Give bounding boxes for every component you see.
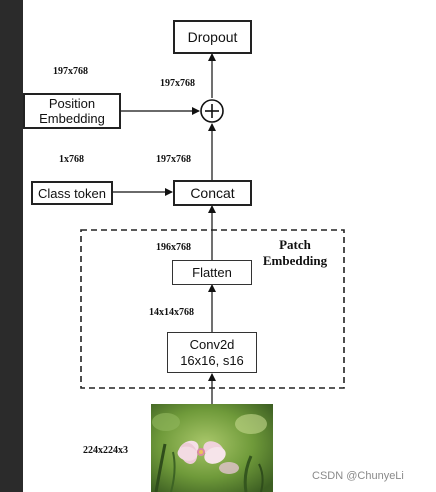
- input-image-flower: [151, 404, 273, 492]
- position-embedding-label-line1: Position: [48, 96, 96, 111]
- dim-label-image-input: 224x224x3: [83, 445, 128, 456]
- dim-label-class-token: 1x768: [59, 154, 84, 165]
- flatten-label: Flatten: [192, 265, 232, 280]
- flatten-box: Flatten: [172, 260, 252, 285]
- conv2d-label-line2: 16x16, s16: [180, 352, 244, 368]
- dim-label-pos-embedding: 197x768: [53, 66, 88, 77]
- patch-embedding-title-line2: Embedding: [262, 253, 328, 268]
- dim-label-add-input: 197x768: [160, 78, 195, 89]
- position-embedding-box: Position Embedding: [23, 93, 121, 129]
- dim-label-concat-output: 197x768: [156, 154, 191, 165]
- patch-embedding-group-border: [80, 229, 345, 389]
- dim-label-flatten-output: 196x768: [156, 242, 191, 253]
- conv2d-label-line1: Conv2d: [189, 336, 235, 352]
- class-token-box: Class token: [31, 181, 113, 205]
- patch-embedding-title-line1: Patch: [279, 237, 311, 252]
- patch-embedding-title: Patch Embedding: [255, 237, 335, 269]
- watermark-text: CSDN @ChunyeLi: [312, 470, 404, 482]
- conv2d-box: Conv2d 16x16, s16: [167, 332, 257, 373]
- class-token-label: Class token: [38, 185, 106, 201]
- dropout-label: Dropout: [187, 29, 238, 45]
- concat-box: Concat: [173, 180, 252, 206]
- left-window-edge: [0, 0, 23, 492]
- concat-label: Concat: [190, 185, 235, 201]
- dropout-box: Dropout: [173, 20, 252, 54]
- dim-label-conv-output: 14x14x768: [149, 307, 194, 318]
- position-embedding-label-line2: Embedding: [39, 111, 105, 126]
